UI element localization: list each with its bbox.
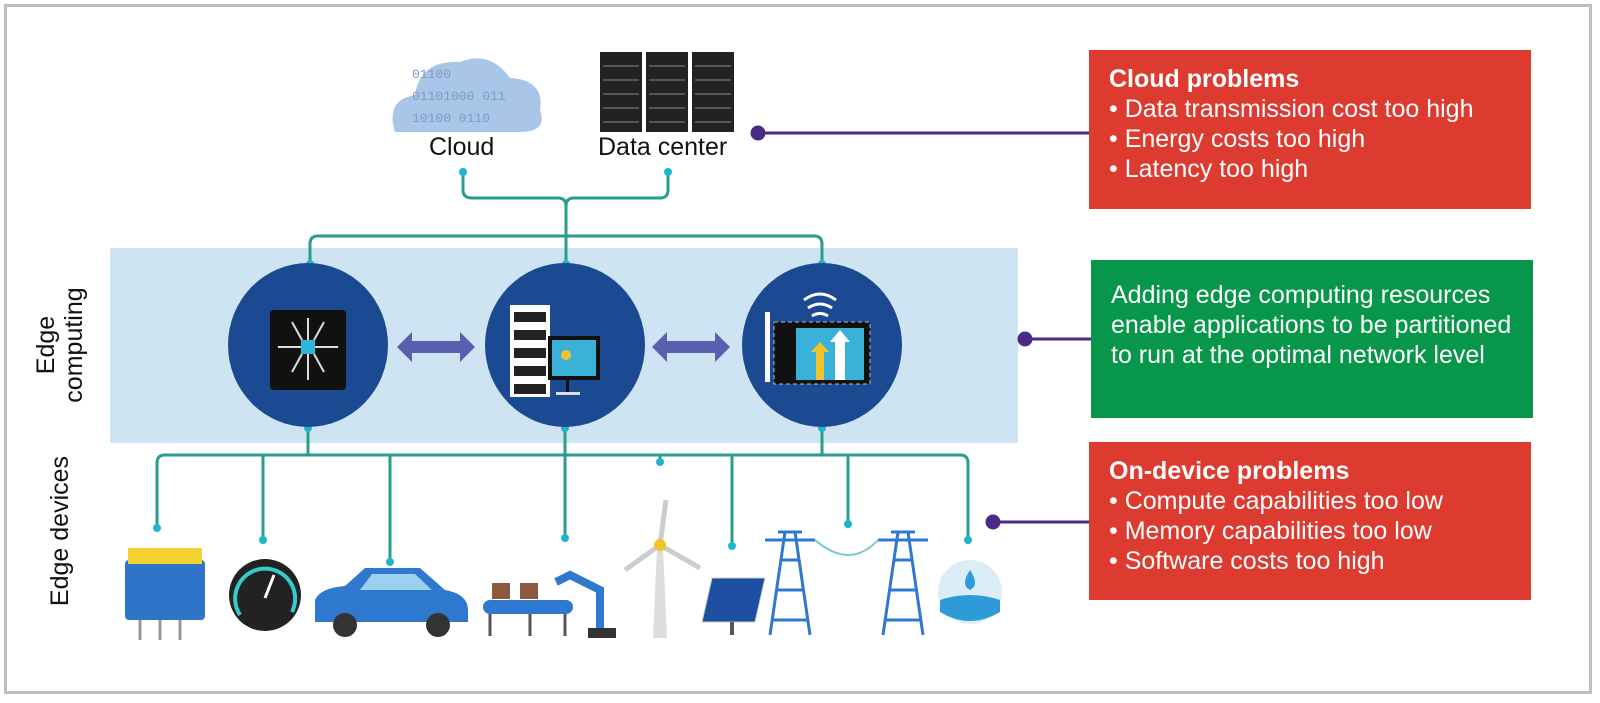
car-icon — [315, 568, 468, 637]
cloud-label: Cloud — [429, 133, 495, 161]
cloud-problem-item: Energy costs too high — [1109, 124, 1511, 154]
battery-pack-icon — [125, 548, 205, 640]
device-problem-item: Memory capabilities too low — [1109, 516, 1511, 546]
cloud-problem-item: Latency too high — [1109, 154, 1511, 184]
server-monitor-icon — [510, 305, 600, 397]
cloud-problems-box: Cloud problems Data transmission cost to… — [1089, 50, 1531, 209]
device-problem-item: Compute capabilities too low — [1109, 486, 1511, 516]
double-arrow-icon — [652, 332, 730, 362]
wind-turbine-icon — [623, 499, 702, 638]
device-problem-item: Software costs too high — [1109, 546, 1511, 576]
chip-icon — [270, 310, 346, 390]
device-problems-title: On-device problems — [1109, 457, 1350, 485]
frame-border — [4, 4, 1592, 694]
server-rack-icon — [600, 52, 734, 132]
datacenter-label: Data center — [598, 133, 728, 161]
edge-note-box: Adding edge computing resources enable a… — [1091, 260, 1533, 418]
edge-devices-label: Edge devices — [46, 455, 74, 607]
svg-text:01100: 01100 — [412, 67, 451, 82]
robot-arm-conveyor-icon — [483, 570, 616, 638]
edge-computing-label: Edge computing — [32, 287, 88, 403]
wireless-tablet-chart-icon — [765, 292, 871, 385]
svg-text:01101000 011: 01101000 011 — [412, 89, 506, 104]
water-drop-icon — [938, 560, 1002, 624]
network-dots — [153, 168, 972, 566]
svg-text:10100 0110: 10100 0110 — [412, 111, 490, 126]
solar-panel-icon — [701, 577, 766, 635]
double-arrow-icon — [397, 332, 475, 362]
cloud-binary-icon: 01101000 011 01100 10100 0110 — [392, 58, 542, 132]
bidirectional-arrows — [397, 332, 730, 362]
edge-note-text: Adding edge computing resources enable a… — [1111, 281, 1512, 369]
top-network-lines — [155, 172, 970, 562]
power-tower-icon — [765, 530, 928, 636]
cloud-problem-item: Data transmission cost too high — [1109, 94, 1511, 124]
cloud-problems-title: Cloud problems — [1109, 65, 1300, 93]
callout-connectors — [750, 125, 1091, 530]
gauge-icon — [229, 559, 301, 631]
device-problems-box: On-device problems Compute capabilities … — [1089, 442, 1531, 600]
